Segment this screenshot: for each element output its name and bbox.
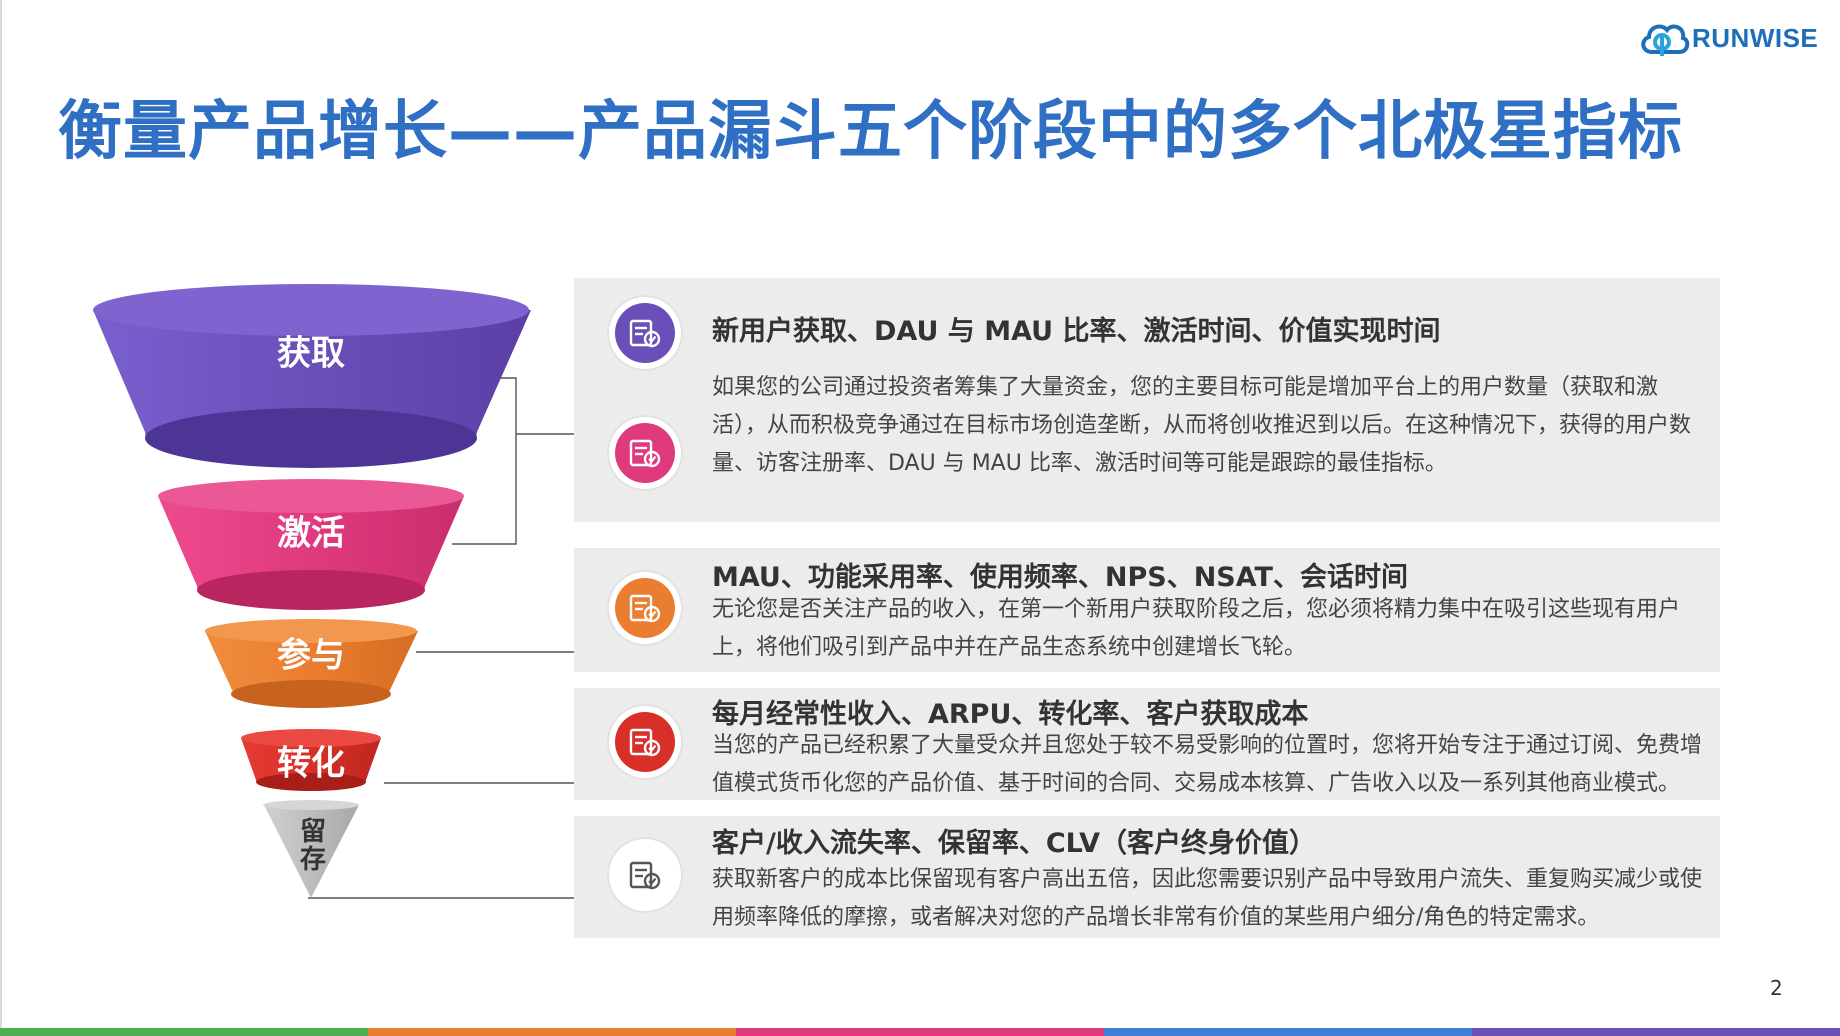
report-check-icon [629,319,661,348]
page-edge [0,0,2,1036]
funnel-stage-activation [158,479,464,610]
bar-segment-pink [736,1028,1104,1036]
bar-segment-orange [368,1028,736,1036]
icon-badge-engagement [609,572,681,644]
funnel-label-conversion: 转化 [277,743,345,784]
funnel-stage-conversion [241,729,381,791]
panel-body-conversion: 当您的产品已经积累了大量受众并且您处于较不易受影响的位置时，您将开始专注于通过订… [712,733,1703,796]
metric-panel-conversion [574,688,1720,800]
icon-badge-conversion [609,706,681,778]
funnel-label-retention: 留存 [295,817,326,873]
report-check-icon [629,728,661,757]
logo-text: RUNWISE [1692,22,1819,53]
metric-panel-retention [574,816,1720,938]
funnel-label-activation: 激活 [277,513,345,554]
funnel-diagram [93,284,574,899]
icon-badge-retention [609,839,681,911]
bar-segment-purple [1472,1028,1840,1036]
panel-heading-retention: 客户/收入流失率、保留率、CLV（客户终身价值） [712,828,1317,859]
page-title: 衡量产品增长——产品漏斗五个阶段中的多个北极星指标 [58,95,1683,169]
report-check-icon [629,861,661,890]
panel-heading-conversion: 每月经常性收入、ARPU、转化率、客户获取成本 [712,699,1309,730]
bar-segment-green [0,1028,368,1036]
icon-badge-acquisition [609,297,681,369]
panel-heading-engagement: MAU、功能采用率、使用频率、NPS、NSAT、会话时间 [712,562,1408,593]
bottom-color-bar [0,1028,1840,1036]
bar-segment-blue [1104,1028,1472,1036]
panel-heading-acquisition: 新用户获取、DAU 与 MAU 比率、激活时间、价值实现时间 [712,316,1441,347]
runwise-logo: RUNWISE [1638,18,1818,58]
panel-body-acquisition: 如果您的公司通过投资者筹集了大量资金，您的主要目标可能是增加平台上的用户数量（获… [712,375,1692,476]
metric-panel-engagement [574,548,1720,672]
funnel-stage-engagement [205,619,418,708]
panel-body-retention: 获取新客户的成本比保留现有客户高出五倍，因此您需要识别产品中导致用户流失、重复购… [712,867,1703,930]
funnel-label-engagement: 参与 [277,635,345,676]
funnel-label-acquisition: 获取 [277,333,345,374]
panel-body-engagement: 无论您是否关注产品的收入，在第一个新用户获取阶段之后，您必须将精力集中在吸引这些… [712,597,1681,660]
page-number: 2 [1770,976,1783,1000]
icon-badge-activation [609,417,681,489]
report-check-icon [629,439,661,468]
funnel-stage-acquisition [93,284,531,468]
metric-panel-acquisition [574,278,1720,522]
report-check-icon [629,594,661,623]
funnel-stage-retention [263,800,359,898]
cloud-logo-icon [1641,24,1690,56]
